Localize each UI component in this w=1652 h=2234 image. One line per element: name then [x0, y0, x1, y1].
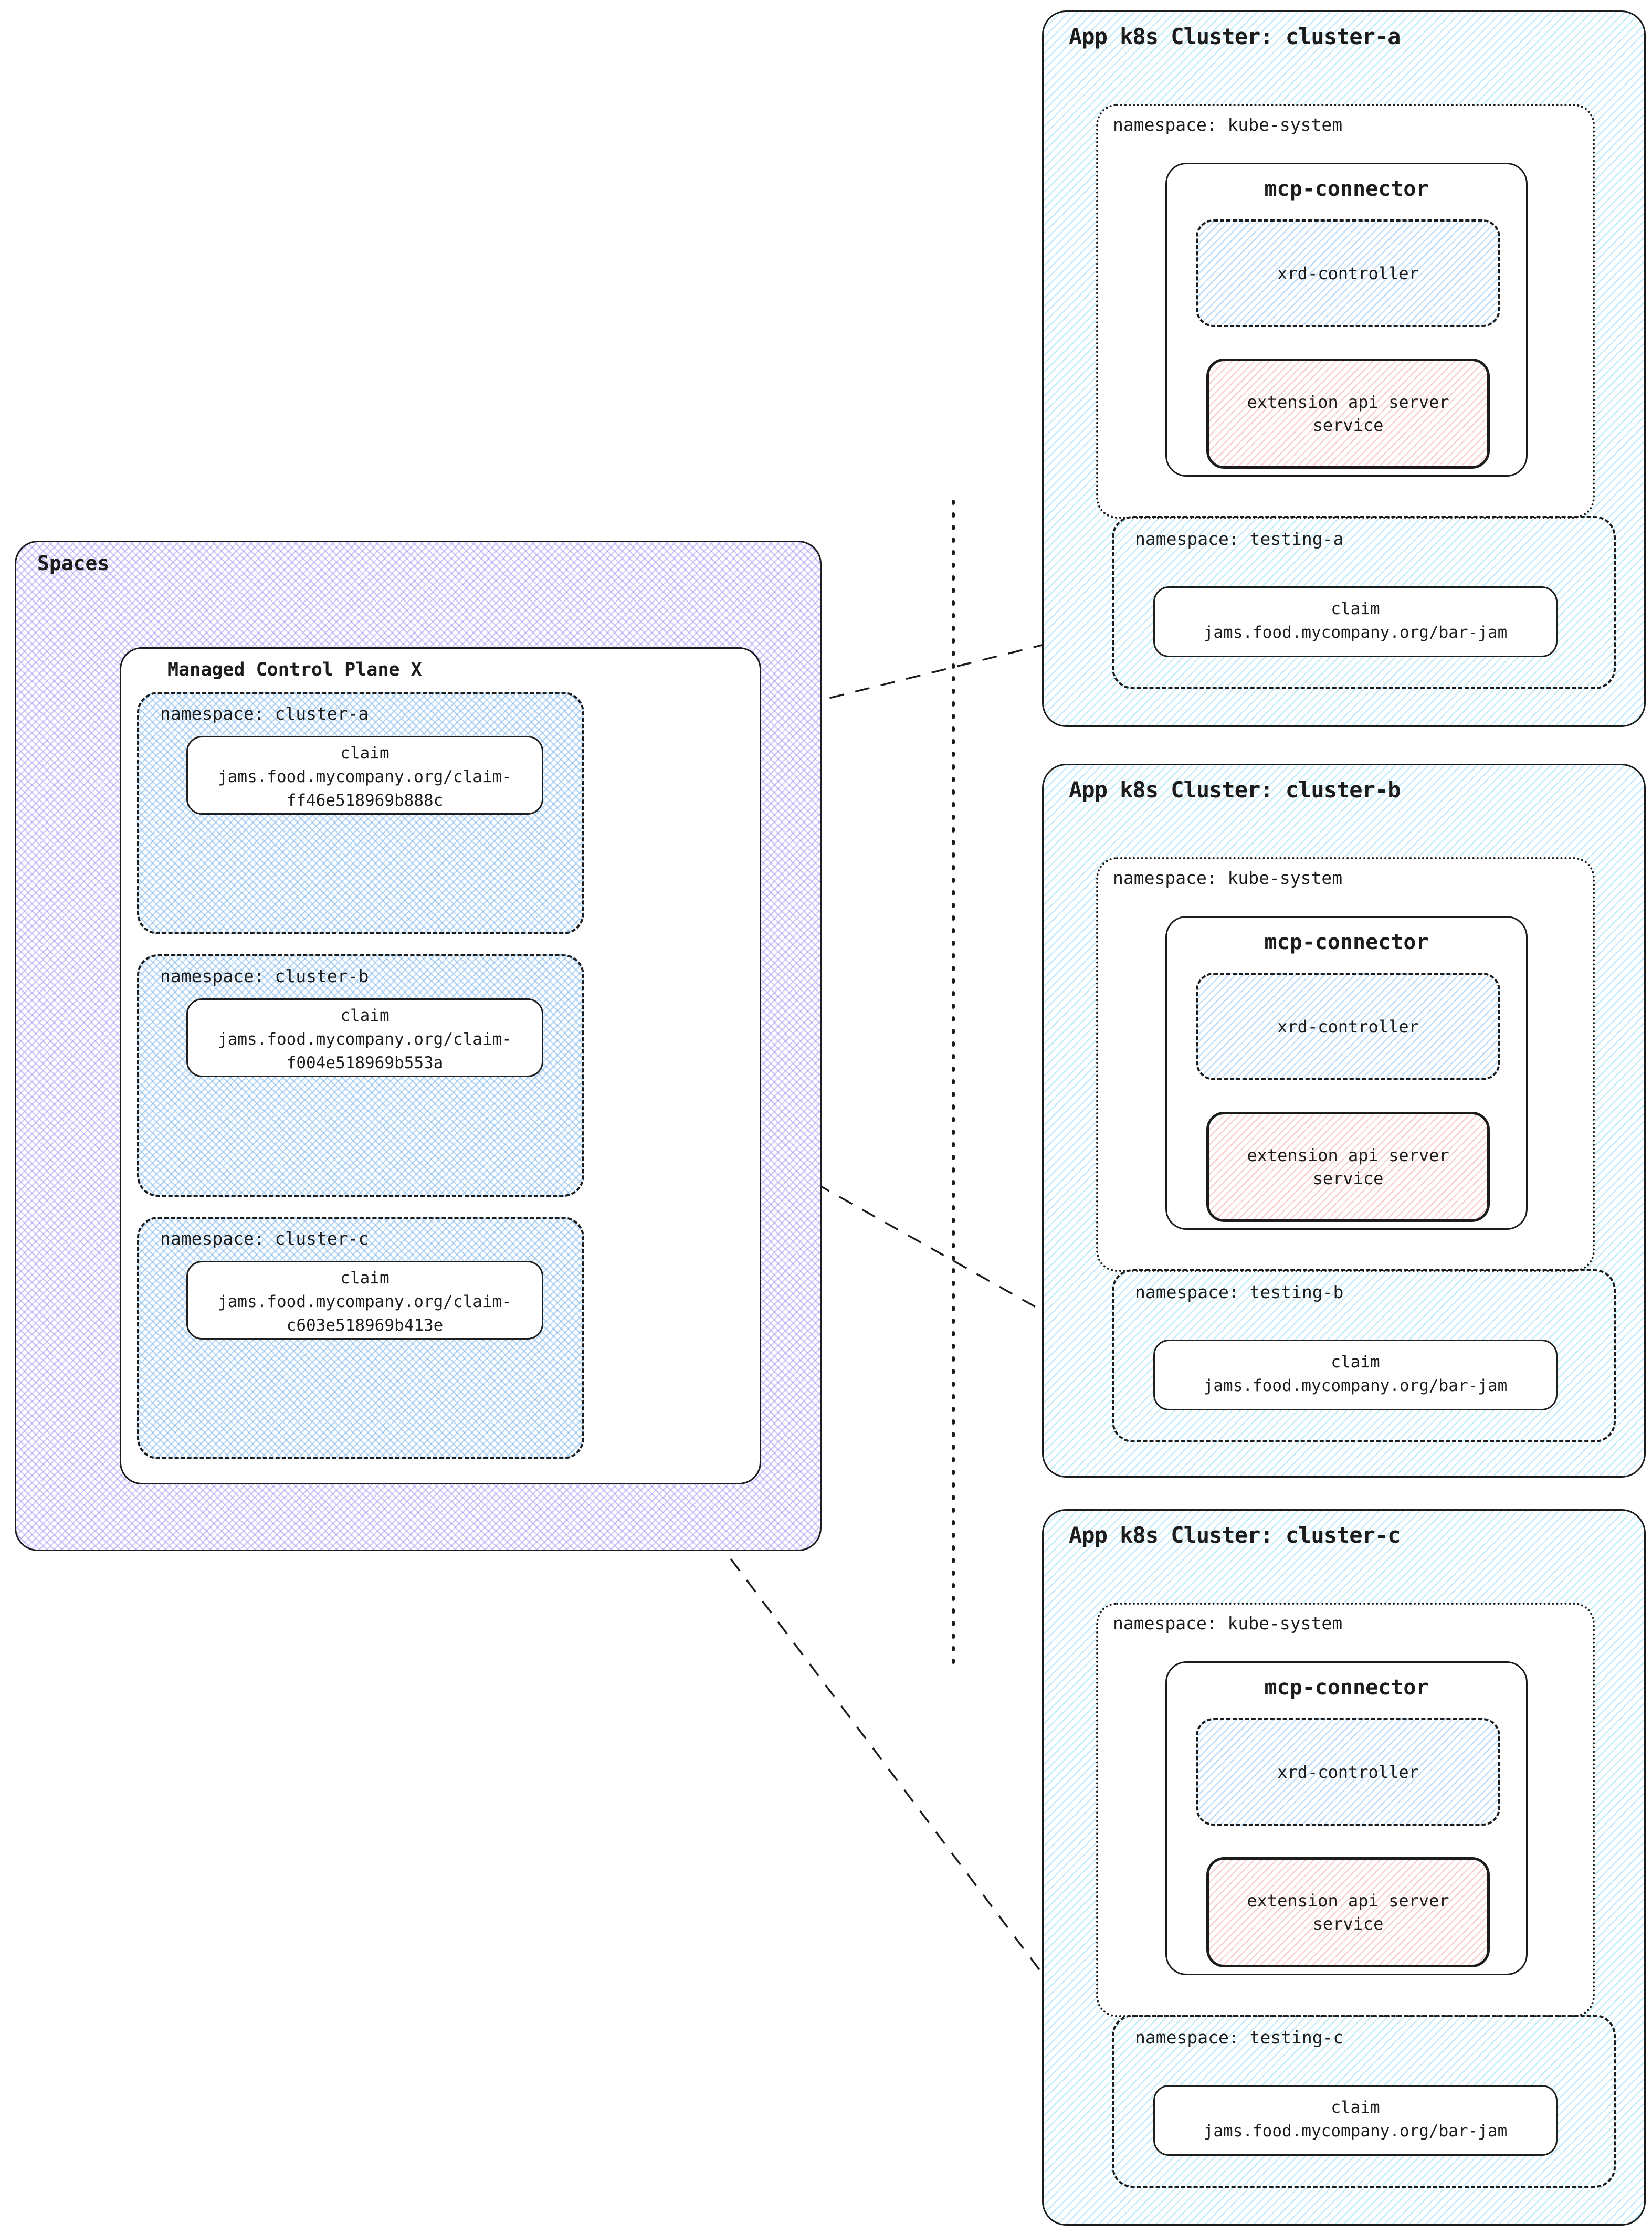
claim-box-cluster-b: claim jams.food.mycompany.org/claim- f00… — [186, 998, 543, 1077]
xrd-controller-box-b: xrd-controller — [1196, 973, 1500, 1080]
kube-system-box-c: namespace: kube-system mcp-connector xrd… — [1096, 1603, 1595, 2017]
kube-system-label: namespace: kube-system — [1113, 868, 1343, 888]
namespace-testing-c-box: namespace: testing-c claim jams.food.myc… — [1112, 2015, 1616, 2188]
extension-api-server-box-c: extension api server service — [1206, 1857, 1490, 1967]
app-cluster-c-box: App k8s Cluster: cluster-c namespace: ku… — [1042, 1509, 1646, 2226]
namespace-cluster-a-label: namespace: cluster-a — [160, 703, 369, 724]
claim-box-cluster-c: claim jams.food.mycompany.org/claim- c60… — [186, 1261, 543, 1340]
mcp-connector-title: mcp-connector — [1264, 1675, 1429, 1700]
extension-api-line2: service — [1312, 1168, 1384, 1188]
claim-path-line2: c603e518969b413e — [286, 1316, 444, 1335]
claim-title: claim — [340, 1269, 390, 1288]
mcp-connector-title: mcp-connector — [1264, 930, 1429, 954]
kube-system-label: namespace: kube-system — [1113, 114, 1343, 135]
xrd-controller-box-c: xrd-controller — [1196, 1718, 1500, 1826]
app-cluster-a-title: App k8s Cluster: cluster-a — [1069, 24, 1401, 49]
claim-path: jams.food.mycompany.org/bar-jam — [1203, 623, 1508, 642]
claim-path-line2: ff46e518969b888c — [286, 791, 444, 810]
extension-api-server-box-b: extension api server service — [1206, 1112, 1490, 1222]
extension-api-line1: extension api server — [1247, 1891, 1449, 1911]
kube-system-box-a: namespace: kube-system mcp-connector xrd… — [1096, 104, 1595, 519]
app-cluster-a-box: App k8s Cluster: cluster-a namespace: ku… — [1042, 10, 1646, 727]
namespace-cluster-b-label: namespace: cluster-b — [160, 966, 369, 986]
claim-path-line1: jams.food.mycompany.org/claim- — [218, 1292, 512, 1311]
claim-title: claim — [340, 1006, 390, 1025]
extension-api-line2: service — [1312, 1914, 1384, 1934]
claim-path-line1: jams.food.mycompany.org/claim- — [218, 767, 512, 786]
claim-box-testing-c: claim jams.food.mycompany.org/bar-jam — [1153, 2085, 1558, 2156]
namespace-cluster-c-label: namespace: cluster-c — [160, 1228, 369, 1249]
claim-path-line2: f004e518969b553a — [286, 1053, 444, 1072]
namespace-cluster-c-box: namespace: cluster-c claim jams.food.myc… — [137, 1217, 584, 1459]
claim-title: claim — [1331, 1353, 1380, 1372]
claim-path: jams.food.mycompany.org/bar-jam — [1203, 2122, 1508, 2141]
claim-box-testing-b: claim jams.food.mycompany.org/bar-jam — [1153, 1340, 1558, 1410]
mcp-connector-box-a: mcp-connector xrd-controller extension a… — [1165, 163, 1528, 477]
managed-control-plane-label: Managed Control Plane X — [167, 659, 422, 680]
claim-title: claim — [1331, 599, 1380, 618]
mcp-connector-box-c: mcp-connector xrd-controller extension a… — [1165, 1661, 1528, 1975]
claim-title: claim — [340, 744, 390, 763]
mcp-connector-title: mcp-connector — [1264, 177, 1429, 201]
namespace-testing-a-box: namespace: testing-a claim jams.food.myc… — [1112, 516, 1616, 689]
claim-path: jams.food.mycompany.org/bar-jam — [1203, 1376, 1508, 1395]
app-cluster-c-title: App k8s Cluster: cluster-c — [1069, 1522, 1401, 1548]
app-cluster-b-title: App k8s Cluster: cluster-b — [1069, 777, 1401, 803]
extension-api-line2: service — [1312, 415, 1384, 435]
mcp-connector-box-b: mcp-connector xrd-controller extension a… — [1165, 916, 1528, 1230]
claim-box-cluster-a: claim jams.food.mycompany.org/claim- ff4… — [186, 736, 543, 815]
namespace-testing-a-label: namespace: testing-a — [1135, 529, 1344, 549]
claim-title: claim — [1331, 2098, 1380, 2117]
namespace-cluster-a-box: namespace: cluster-a claim jams.food.myc… — [137, 692, 584, 934]
extension-api-server-box-a: extension api server service — [1206, 359, 1490, 469]
kube-system-box-b: namespace: kube-system mcp-connector xrd… — [1096, 857, 1595, 1272]
namespace-testing-c-label: namespace: testing-c — [1135, 2027, 1344, 2048]
kube-system-label: namespace: kube-system — [1113, 1613, 1343, 1634]
extension-api-line1: extension api server — [1247, 392, 1449, 412]
namespace-testing-b-label: namespace: testing-b — [1135, 1282, 1344, 1302]
managed-control-plane-box: Managed Control Plane X namespace: clust… — [120, 647, 761, 1484]
namespace-testing-b-box: namespace: testing-b claim jams.food.myc… — [1112, 1269, 1616, 1442]
claim-box-testing-a: claim jams.food.mycompany.org/bar-jam — [1153, 586, 1558, 657]
spaces-box: Spaces Managed Control Plane X namespace… — [15, 541, 822, 1551]
namespace-cluster-b-box: namespace: cluster-b claim jams.food.myc… — [137, 954, 584, 1197]
xrd-controller-box-a: xrd-controller — [1196, 219, 1500, 327]
extension-api-line1: extension api server — [1247, 1145, 1449, 1165]
claim-path-line1: jams.food.mycompany.org/claim- — [218, 1030, 512, 1049]
app-cluster-b-box: App k8s Cluster: cluster-b namespace: ku… — [1042, 764, 1646, 1478]
spaces-label: Spaces — [37, 552, 110, 575]
